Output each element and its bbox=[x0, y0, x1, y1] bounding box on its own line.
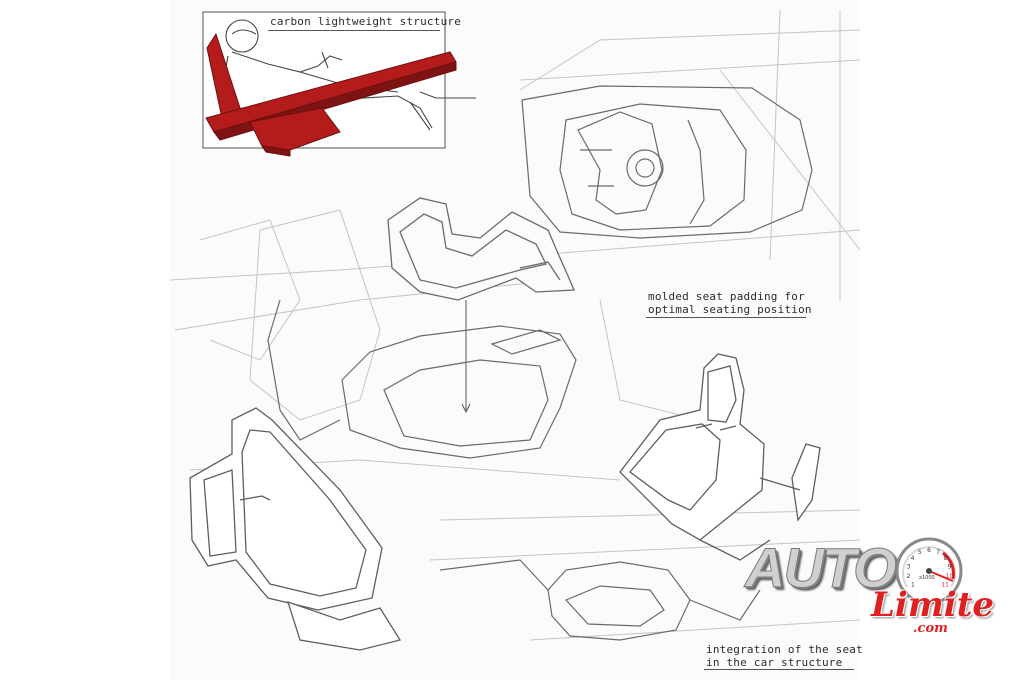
logo-domain: .com bbox=[913, 621, 948, 636]
gauge-tick-label: 11 bbox=[941, 582, 949, 589]
gauge-tick-label: 6 bbox=[927, 547, 931, 554]
seat-sketch-left bbox=[189, 407, 402, 651]
gauge-tick-label: 3 bbox=[907, 564, 911, 571]
gauge-tick-label: 5 bbox=[918, 549, 922, 556]
svg-text:x1000: x1000 bbox=[919, 575, 935, 581]
car-tub-sketch bbox=[267, 299, 577, 459]
annotation-seat-integration: integration of the seat in the car struc… bbox=[706, 643, 863, 669]
gauge-tick-label: 7 bbox=[936, 549, 940, 556]
annotation-seat-padding: molded seat padding for optimal seating … bbox=[648, 290, 812, 316]
annotation-carbon-structure: carbon lightweight structure bbox=[270, 15, 462, 28]
logo-script: Limite bbox=[871, 585, 995, 625]
gauge-tick-label: 1 bbox=[911, 582, 915, 589]
arrow-head bbox=[461, 403, 471, 414]
bottom-structure-sketch bbox=[439, 559, 761, 641]
construction-lines bbox=[169, 9, 861, 641]
gauge-tick-label: 4 bbox=[911, 555, 915, 562]
carbon-structure-inset bbox=[202, 11, 476, 157]
logo-word: AUTO bbox=[745, 536, 898, 600]
seat-sketch-right bbox=[619, 353, 821, 561]
gauge-tick-label: 2 bbox=[907, 573, 911, 580]
annotation-underline bbox=[704, 669, 854, 670]
gauge-tick-label: 10 bbox=[946, 573, 954, 580]
seat-padding-sketch bbox=[387, 197, 575, 301]
cockpit-top-view bbox=[521, 85, 813, 239]
annotation-underline bbox=[268, 30, 440, 31]
annotation-underline bbox=[646, 317, 806, 318]
gauge-tick-label: 9 bbox=[948, 564, 952, 571]
gauge-tick-label: 8 bbox=[944, 555, 948, 562]
